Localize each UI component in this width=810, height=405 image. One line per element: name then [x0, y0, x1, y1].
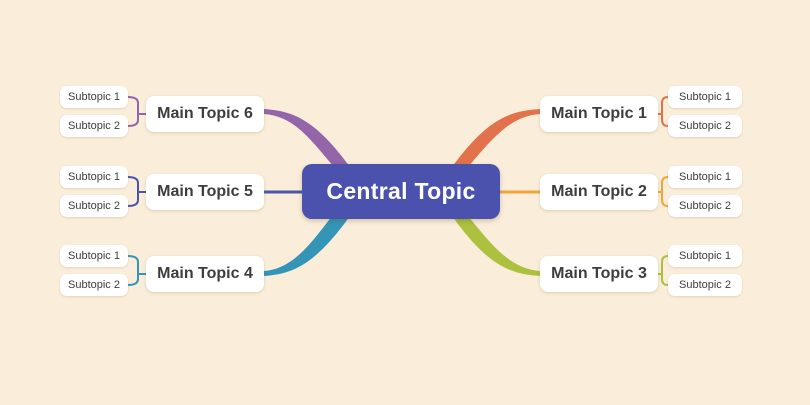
subtopic-node-1-2[interactable]: Subtopic 2	[668, 115, 742, 137]
main-topic-5-node[interactable]: Main Topic 5	[146, 174, 264, 210]
subtopic-bracket-main-topic-4	[127, 255, 147, 286]
subtopic-bracket-main-topic-2	[657, 176, 669, 207]
central-topic-node[interactable]: Central Topic	[302, 164, 500, 219]
subtopic-bracket-main-topic-5	[127, 176, 147, 207]
branch-curve-main-topic-4	[264, 216, 350, 276]
subtopic-node-3-1[interactable]: Subtopic 1	[668, 245, 742, 267]
main-topic-6-node[interactable]: Main Topic 6	[146, 96, 264, 132]
subtopic-node-5-2[interactable]: Subtopic 2	[60, 195, 128, 217]
branch-curve-main-topic-1	[452, 109, 540, 167]
subtopic-bracket-main-topic-3	[657, 255, 669, 286]
subtopic-node-2-2[interactable]: Subtopic 2	[668, 195, 742, 217]
subtopic-node-6-1[interactable]: Subtopic 1	[60, 86, 128, 108]
subtopic-node-4-1[interactable]: Subtopic 1	[60, 245, 128, 267]
main-topic-2-node[interactable]: Main Topic 2	[540, 174, 658, 210]
subtopic-bracket-main-topic-1	[657, 96, 669, 127]
main-topic-4-node[interactable]: Main Topic 4	[146, 256, 264, 292]
subtopic-node-4-2[interactable]: Subtopic 2	[60, 274, 128, 296]
main-topic-1-node[interactable]: Main Topic 1	[540, 96, 658, 132]
subtopic-node-1-1[interactable]: Subtopic 1	[668, 86, 742, 108]
main-topic-3-node[interactable]: Main Topic 3	[540, 256, 658, 292]
subtopic-node-6-2[interactable]: Subtopic 2	[60, 115, 128, 137]
branch-curve-main-topic-3	[452, 216, 540, 276]
subtopic-bracket-main-topic-6	[127, 96, 147, 127]
subtopic-node-5-1[interactable]: Subtopic 1	[60, 166, 128, 188]
branch-curve-main-topic-6	[264, 109, 350, 167]
subtopic-node-3-2[interactable]: Subtopic 2	[668, 274, 742, 296]
subtopic-node-2-1[interactable]: Subtopic 1	[668, 166, 742, 188]
